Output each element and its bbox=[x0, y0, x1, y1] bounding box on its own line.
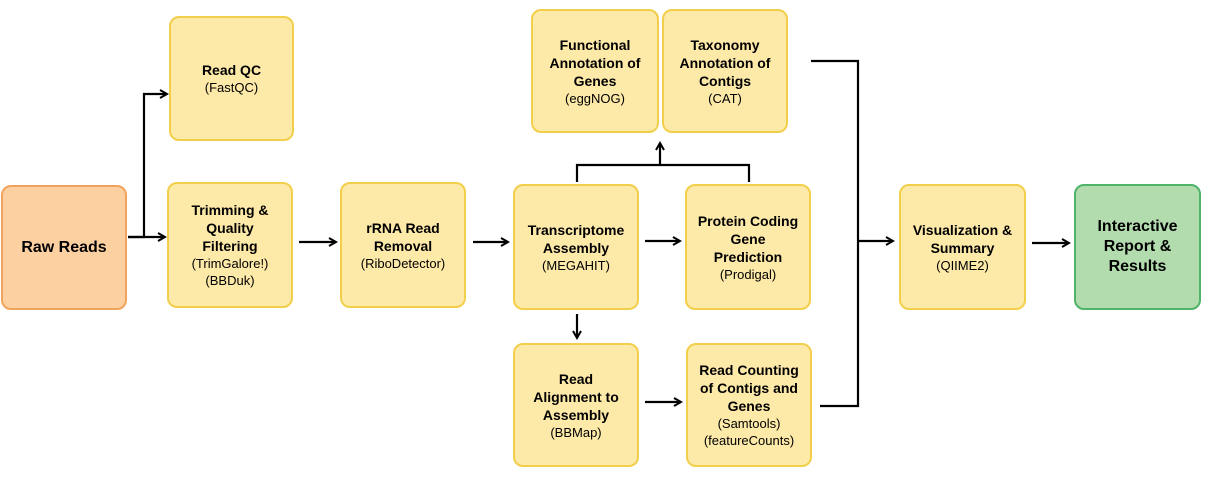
node-tool: (Samtools) (featureCounts) bbox=[703, 416, 795, 448]
node-title: rRNA Read Removal bbox=[366, 219, 440, 254]
node-title: Visualization & Summary bbox=[912, 221, 1013, 256]
node-tool: (Prodigal) bbox=[719, 266, 777, 282]
node-results: Interactive Report & Results bbox=[1074, 184, 1201, 310]
node-tool: (RiboDetector) bbox=[360, 255, 446, 271]
node-title: Raw Reads bbox=[21, 238, 107, 256]
node-protein-prediction: Protein Coding Gene Prediction (Prodigal… bbox=[685, 184, 811, 310]
node-title: Protein Coding Gene Prediction bbox=[697, 212, 799, 265]
connector-raw-to-qc bbox=[128, 94, 167, 239]
node-tool: (QIIME2) bbox=[936, 257, 989, 273]
node-trimming: Trimming & Quality Filtering (TrimGalore… bbox=[167, 182, 293, 308]
connector-up-to-annotation bbox=[575, 143, 751, 182]
node-rrna-removal: rRNA Read Removal (RiboDetector) bbox=[340, 182, 466, 308]
connector-merge-to-visualization bbox=[811, 59, 893, 408]
node-tool: (FastQC) bbox=[204, 80, 259, 95]
node-tool: (BBMap) bbox=[550, 424, 602, 440]
node-title: Read Counting of Contigs and Genes bbox=[699, 362, 799, 414]
node-read-counting: Read Counting of Contigs and Genes (Samt… bbox=[686, 343, 812, 467]
node-title: Taxonomy Annotation of Contigs bbox=[679, 36, 771, 89]
node-tool: (CAT) bbox=[708, 90, 742, 106]
node-tool: (MEGAHIT) bbox=[542, 257, 610, 273]
node-raw-reads: Raw Reads bbox=[1, 185, 127, 310]
node-taxonomy-annotation: Taxonomy Annotation of Contigs (CAT) bbox=[662, 9, 788, 133]
node-title: Transcriptome Assembly bbox=[527, 221, 625, 256]
node-title: Functional Annotation of Genes bbox=[549, 36, 641, 89]
node-read-qc: Read QC (FastQC) bbox=[169, 16, 294, 141]
node-title: Interactive Report & Results bbox=[1097, 218, 1178, 275]
node-transcriptome-assembly: Transcriptome Assembly (MEGAHIT) bbox=[513, 184, 639, 310]
node-tool: (eggNOG) bbox=[565, 90, 625, 106]
node-tool: (TrimGalore!) (BBDuk) bbox=[191, 256, 269, 288]
node-title: Read Alignment to Assembly bbox=[533, 370, 619, 423]
node-read-alignment: Read Alignment to Assembly (BBMap) bbox=[513, 343, 639, 467]
node-title: Read QC bbox=[201, 62, 262, 78]
node-functional-annotation: Functional Annotation of Genes (eggNOG) bbox=[531, 9, 659, 133]
node-visualization: Visualization & Summary (QIIME2) bbox=[899, 184, 1026, 310]
node-title: Trimming & Quality Filtering bbox=[191, 202, 269, 254]
